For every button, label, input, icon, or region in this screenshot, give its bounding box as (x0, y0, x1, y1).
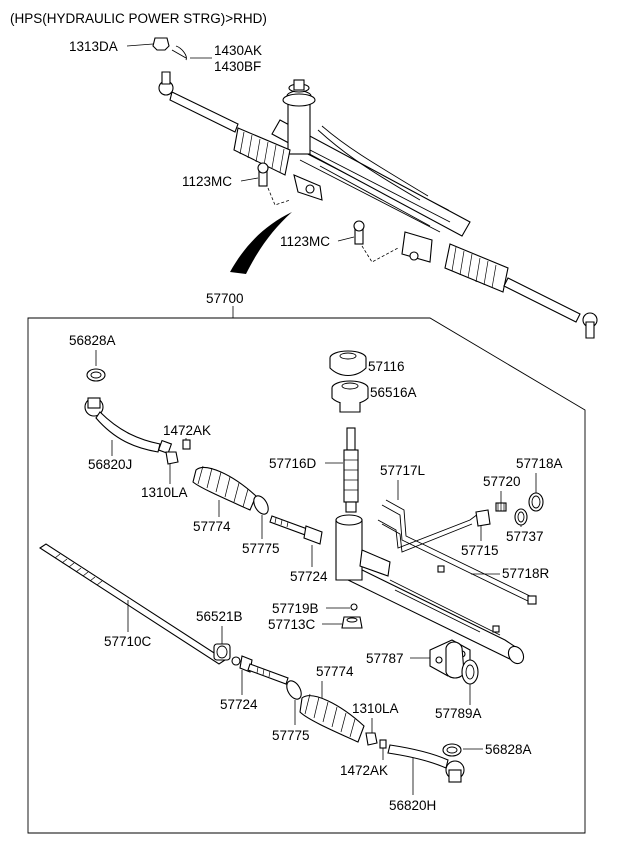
label-1313DA: 1313DA (69, 39, 118, 54)
label-57775-lower: 57775 (272, 728, 310, 743)
label-57789A: 57789A (435, 706, 482, 721)
label-57718R: 57718R (502, 566, 550, 581)
label-57774-upper: 57774 (193, 519, 231, 534)
label-56820H: 56820H (389, 798, 436, 813)
label-1123MC-lower: 1123MC (280, 234, 330, 249)
label-56828A-upper: 56828A (69, 333, 116, 348)
label-1310LA-lower: 1310LA (352, 701, 399, 716)
label-56516A: 56516A (370, 385, 417, 400)
label-57713C: 57713C (268, 617, 316, 632)
label-57737: 57737 (506, 529, 544, 544)
label-57715: 57715 (461, 543, 499, 558)
label-57787: 57787 (366, 651, 404, 666)
label-57716D: 57716D (269, 456, 317, 471)
valve-cap-57116 (329, 350, 367, 377)
label-57116: 57116 (368, 359, 405, 374)
label-57724-lower: 57724 (220, 697, 258, 712)
rack-housing (335, 514, 525, 665)
label-57774-lower: 57774 (316, 664, 354, 679)
bellows-upper (192, 465, 257, 511)
label-57724-upper: 57724 (290, 569, 328, 584)
label-57700: 57700 (206, 291, 244, 306)
label-57717L: 57717L (380, 463, 426, 478)
label-1430AK: 1430AK (214, 43, 262, 58)
label-56828A-lower: 56828A (485, 742, 532, 757)
tie-rod-end-right (387, 743, 465, 783)
top-steering-gear-assembly (152, 37, 598, 339)
label-56521B: 56521B (196, 609, 243, 624)
exploded-view-frame (27, 317, 586, 834)
inner-tie-rod-lower (231, 655, 289, 685)
label-57775-upper: 57775 (242, 541, 280, 556)
mount-bracket-57787 (429, 639, 479, 685)
label-1472AK-upper: 1472AK (163, 423, 211, 438)
label-1472AK-lower: 1472AK (340, 763, 388, 778)
label-1310LA-upper: 1310LA (141, 485, 188, 500)
label-57720: 57720 (483, 474, 521, 489)
seal-56516A (331, 380, 369, 413)
bellows-lower (299, 693, 365, 743)
label-57719B: 57719B (272, 601, 319, 616)
label-57710C: 57710C (104, 634, 152, 649)
tie-rod-end-left (84, 368, 173, 455)
diagram-title: (HPS(HYDRAULIC POWER STRG)>RHD) (10, 11, 267, 26)
label-1123MC-upper: 1123MC (182, 174, 232, 189)
label-56820J: 56820J (88, 457, 132, 472)
inner-tie-rod-upper (269, 515, 323, 545)
valve-shaft-57716D (343, 427, 359, 513)
label-57718A: 57718A (516, 456, 563, 471)
label-1430BF: 1430BF (214, 59, 261, 74)
